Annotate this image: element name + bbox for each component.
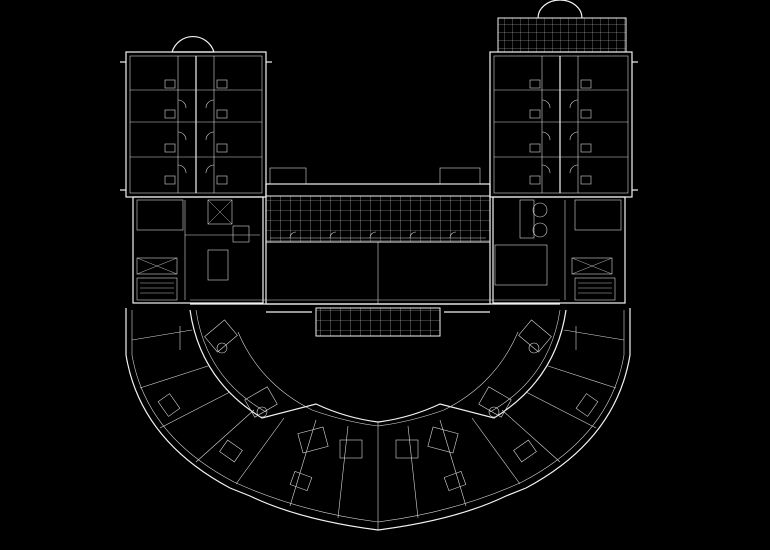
right-wing (489, 0, 638, 304)
curved-wing (125, 308, 631, 531)
left-wing (120, 36, 272, 304)
central-block (190, 167, 560, 337)
central-atrium-grid (265, 195, 491, 243)
entrance-canopy-grid (315, 307, 441, 337)
right-wing-terrace-grid (497, 17, 627, 53)
